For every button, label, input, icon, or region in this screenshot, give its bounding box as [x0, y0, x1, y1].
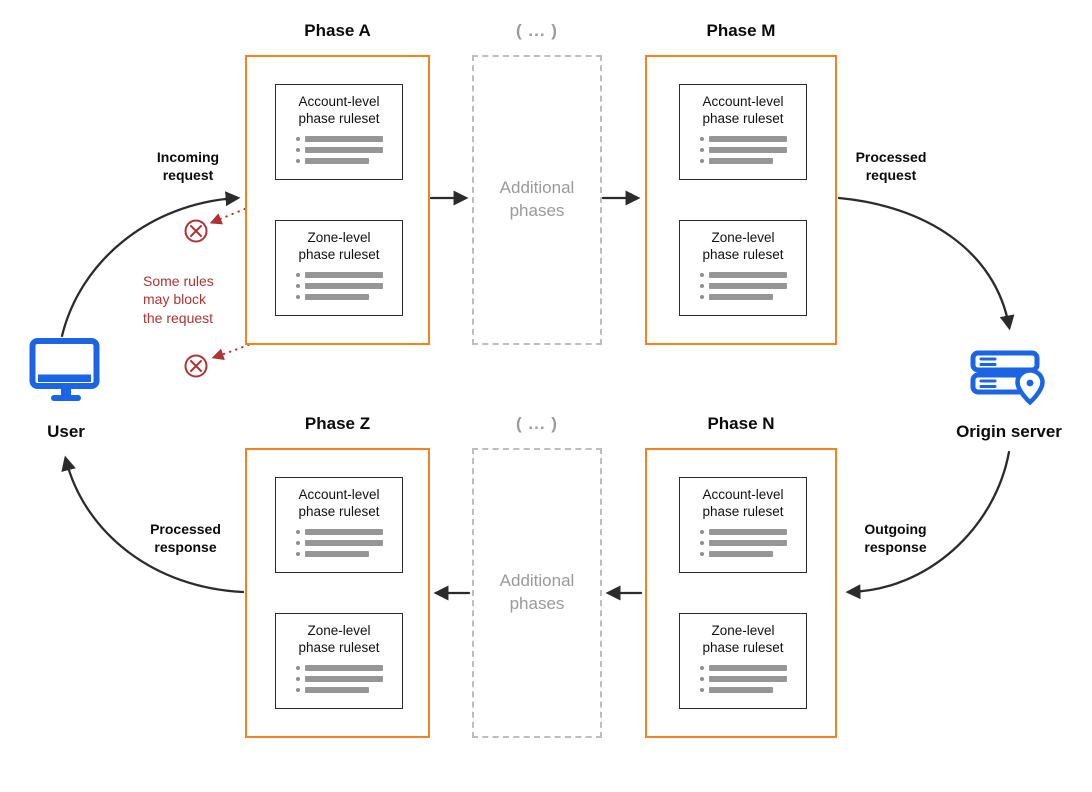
ruleset-line: [295, 157, 369, 164]
ruleset-lines: [699, 664, 787, 693]
phase-z-zone-ruleset-card: Zone-level phase ruleset: [275, 613, 403, 709]
ruleset-title: Account-level phase ruleset: [298, 94, 380, 126]
ruleset-line: [295, 686, 369, 693]
ruleset-line: [699, 664, 787, 671]
ruleset-line: [295, 271, 383, 278]
ruleset-line: [295, 528, 383, 535]
ruleset-title: Account-level phase ruleset: [298, 487, 380, 519]
phase-z-box: Account-level phase ruleset Zone-level p…: [245, 448, 430, 738]
ruleset-line: [699, 282, 787, 289]
ruleset-lines: [295, 528, 383, 557]
user-icon-wrap: [28, 338, 104, 409]
ruleset-line: [699, 686, 773, 693]
phase-m-zone-ruleset-card: Zone-level phase ruleset: [679, 220, 807, 316]
ruleset-line: [699, 135, 787, 142]
ruleset-lines: [699, 135, 787, 164]
incoming-request-label: Incoming request: [156, 149, 220, 184]
additional-phases-label: Additional phases: [499, 571, 575, 613]
origin-server-icon-wrap: [970, 346, 1050, 417]
ruleset-title: Zone-level phase ruleset: [702, 230, 784, 262]
phase-m-title: Phase M: [706, 21, 776, 40]
ruleset-title: Zone-level phase ruleset: [298, 230, 380, 262]
phase-z-account-ruleset-card: Account-level phase ruleset: [275, 477, 403, 573]
ruleset-line: [295, 550, 369, 557]
user-label: User: [47, 422, 85, 441]
ruleset-title: Account-level phase ruleset: [702, 94, 784, 126]
ruleset-line: [295, 135, 383, 142]
ruleset-title: Zone-level phase ruleset: [298, 623, 380, 655]
additional-phases-box-bottom: Additional phases: [472, 448, 602, 738]
ruleset-title: Zone-level phase ruleset: [702, 623, 784, 655]
processed-response-label: Processed response: [150, 521, 221, 556]
ruleset-line: [699, 675, 787, 682]
ruleset-line: [295, 539, 383, 546]
ruleset-lines: [295, 664, 383, 693]
phase-m-account-ruleset-card: Account-level phase ruleset: [679, 84, 807, 180]
phase-n-zone-ruleset-card: Zone-level phase ruleset: [679, 613, 807, 709]
ruleset-lines: [699, 271, 787, 300]
arrow-processed-request: [837, 196, 1015, 331]
outgoing-response-label: Outgoing response: [864, 521, 927, 556]
phase-n-account-ruleset-card: Account-level phase ruleset: [679, 477, 807, 573]
ruleset-line: [295, 293, 369, 300]
ruleset-line: [699, 550, 773, 557]
phase-a-account-ruleset-card: Account-level phase ruleset: [275, 84, 403, 180]
ruleset-title: Account-level phase ruleset: [702, 487, 784, 519]
ruleset-line: [699, 539, 787, 546]
monitor-icon: [29, 338, 100, 401]
ruleset-line: [295, 675, 383, 682]
ruleset-line: [699, 157, 773, 164]
ruleset-line: [295, 664, 383, 671]
ruleset-line: [699, 271, 787, 278]
phase-a-zone-ruleset-card: Zone-level phase ruleset: [275, 220, 403, 316]
ellipsis-top-title: ( ... ): [516, 21, 558, 40]
phase-a-box: Account-level phase ruleset Zone-level p…: [245, 55, 430, 345]
phase-z-title: Phase Z: [304, 414, 371, 433]
ruleset-line: [699, 528, 787, 535]
ruleset-line: [699, 146, 787, 153]
block-warning-text: Some rules may block the request: [143, 273, 214, 326]
circle-x-icon: [184, 219, 208, 243]
additional-phases-box-top: Additional phases: [472, 55, 602, 345]
processed-request-label: Processed request: [855, 149, 927, 184]
additional-phases-label: Additional phases: [499, 178, 575, 220]
ruleset-line: [295, 282, 383, 289]
server-location-pin-icon: [970, 350, 1045, 406]
ruleset-lines: [699, 528, 787, 557]
phase-n-title: Phase N: [707, 414, 775, 433]
ruleset-lines: [295, 271, 383, 300]
circle-x-icon: [184, 354, 208, 378]
phase-n-box: Account-level phase ruleset Zone-level p…: [645, 448, 837, 738]
ellipsis-bottom-title: ( ... ): [516, 414, 558, 433]
origin-server-label: Origin server: [956, 422, 1062, 441]
ruleset-lines: [295, 135, 383, 164]
ruleset-line: [295, 146, 383, 153]
phase-a-title: Phase A: [304, 21, 371, 40]
ruleset-line: [699, 293, 773, 300]
phase-m-box: Account-level phase ruleset Zone-level p…: [645, 55, 837, 345]
